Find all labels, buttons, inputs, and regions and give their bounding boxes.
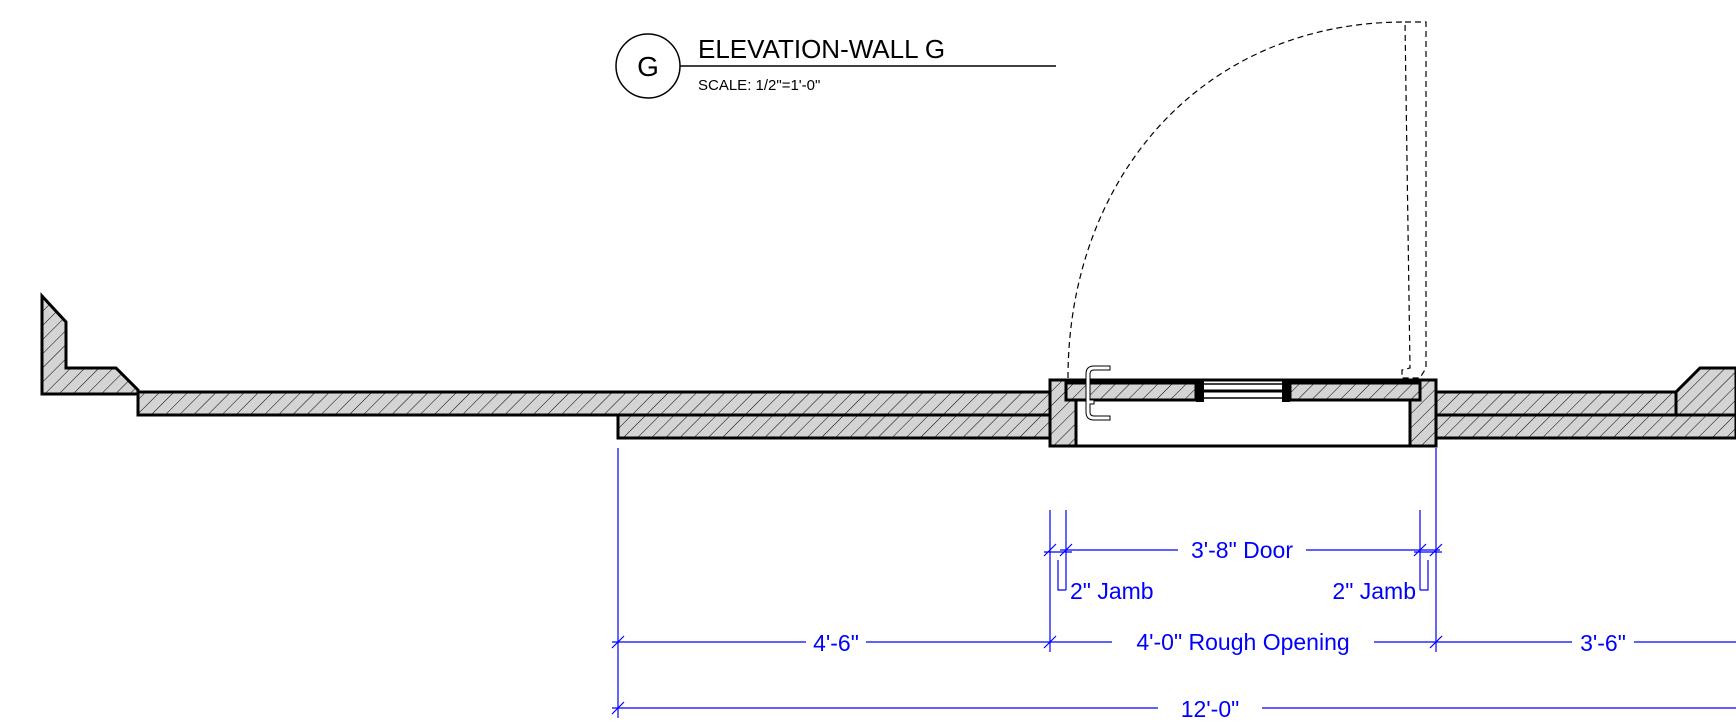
overall-length-label: 12'-0": [1181, 696, 1240, 722]
title-block: G ELEVATION-WALL G SCALE: 1/2"=1'-0": [615, 33, 1056, 99]
dimension-lines: [611, 448, 1736, 718]
left-segment-label: 4'-6": [813, 630, 859, 656]
door-swing-arc: [1067, 21, 1406, 379]
rough-opening-label: 4'-0" Rough Opening: [1136, 629, 1349, 655]
right-segment-label: 3'-6": [1580, 630, 1626, 656]
wall-upper-right: [1434, 390, 1678, 417]
door-swing: [1067, 21, 1427, 379]
open-door-leaf: [1401, 21, 1427, 379]
left-jamb-label: 2" Jamb: [1070, 578, 1154, 604]
left-return-wall: [40, 292, 140, 396]
door-leaf-right: [1288, 381, 1422, 402]
wall-lower-left: [616, 413, 1052, 440]
drawing-scale: SCALE: 1/2"=1'-0": [698, 77, 820, 94]
wall-upper-left: [136, 390, 1052, 417]
door-glass-strip: [1196, 380, 1290, 402]
right-jamb: [1408, 378, 1438, 448]
section-tag-letter: G: [637, 51, 659, 82]
wall-lower-right: [1434, 413, 1736, 440]
wall-right-return: [1674, 366, 1736, 417]
door-handle-icon: [1085, 365, 1111, 421]
door-width-label: 3'-8" Door: [1191, 537, 1293, 563]
right-jamb-label: 2" Jamb: [1332, 578, 1416, 604]
drawing-title: ELEVATION-WALL G: [698, 34, 945, 64]
